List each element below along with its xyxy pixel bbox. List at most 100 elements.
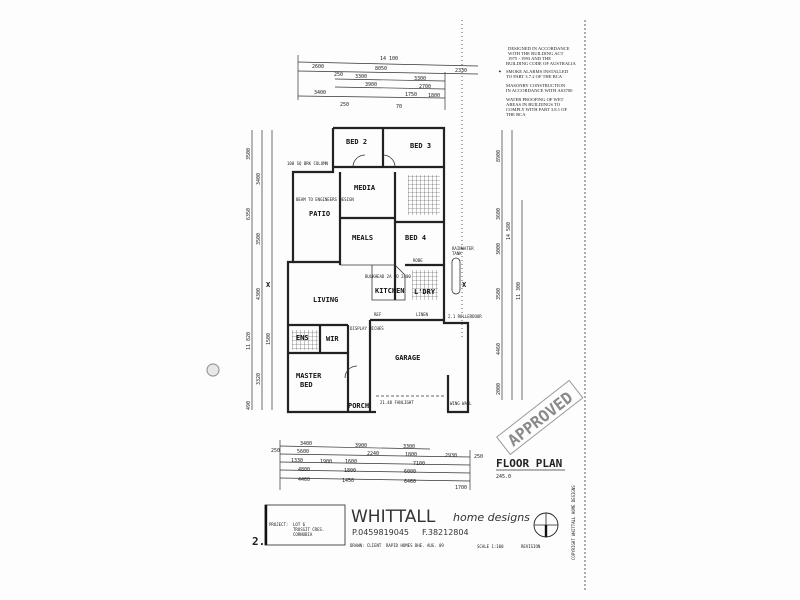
footer-revision: REVISION [521, 544, 541, 549]
dim-label: 70 [396, 104, 402, 110]
note-line: AREAS IN BUILDINGS TO [506, 102, 561, 107]
note-line: WITH THE BUILDING ACT [508, 51, 564, 56]
room-meals: MEALS [352, 234, 373, 242]
label-fanlight: 21.48 FANLIGHT [380, 400, 414, 405]
dim-label: 1450 [342, 478, 354, 484]
room-porch: PORCH [348, 402, 369, 410]
dim-label: 1700 [455, 485, 467, 491]
smoke-alarm-symbol: ✦ [498, 69, 502, 74]
note-line: COMPLY WITH PART 3.8.1 OF [506, 107, 567, 112]
dim-label: 1330 [291, 458, 303, 464]
dim-label: 250 [340, 102, 349, 108]
dim-label: 11 820 [246, 332, 252, 350]
room-bed-3: BED 3 [410, 142, 431, 150]
label-column: 100 SQ BRK COLUMN [287, 161, 329, 166]
dim-label: 3500 [246, 148, 252, 160]
label-linen: LINEN [416, 312, 429, 317]
section-marker-right: X [462, 281, 467, 289]
dim-label: 1800 [344, 468, 356, 474]
bottom-dimensions: 3400 3900 3300 250 5600 2240 1800 2930 1… [271, 440, 483, 491]
dim-label: 6350 [246, 208, 252, 220]
dim-label: 1800 [405, 452, 417, 458]
dim-label: 2700 [419, 84, 431, 90]
note-line: THE BCA [506, 112, 526, 117]
dim-label: 2330 [455, 68, 467, 74]
project-label: PROJECT: [269, 522, 288, 527]
label-ref: REF [374, 312, 382, 317]
brand-phone: P.0459819045 [352, 528, 409, 537]
label-rollerdoor: 2.1 ROLLERDOOR [448, 314, 482, 319]
project-line: CORNUBIA [293, 532, 313, 537]
dim-label: 4460 [496, 343, 502, 355]
footer-drawn: DRAWN: CLIENT [350, 543, 382, 548]
label-rainwater: RAINWATER [452, 246, 474, 251]
dim-label: 3900 [355, 443, 367, 449]
dim-label: 4300 [256, 288, 262, 300]
notes-block: DESIGNED IN ACCORDANCE WITH THE BUILDING… [498, 46, 576, 117]
brand-fax: F.38212804 [422, 528, 469, 537]
stamp-text: APPROVED [504, 388, 576, 450]
approved-stamp: APPROVED [495, 379, 584, 456]
note-line: 1975 - 1993 AND THE [508, 56, 551, 61]
note-line: BUILDING CODE OF AUSTRALIA [506, 61, 576, 66]
dim-label: 3300 [355, 74, 367, 80]
label-display: DISPLAY NICHES [350, 326, 384, 331]
room-patio: PATIO [309, 210, 330, 218]
dim-label: 2240 [367, 451, 379, 457]
dim-label: 3600 [496, 208, 502, 220]
sheet-number: 2. [252, 535, 265, 548]
dim-label: 7100 [413, 461, 425, 467]
brand-name: WHITTALL [351, 507, 436, 527]
room-living: LIVING [313, 296, 338, 304]
dim-label: 3000 [496, 243, 502, 255]
rainwater-tank [451, 257, 461, 295]
dim-label: 1500 [266, 333, 272, 345]
dim-label: 3900 [365, 82, 377, 88]
project-line: TRUSSIT CRES. [293, 527, 324, 532]
room-bed-2: BED 2 [346, 138, 367, 146]
dim-label: 3400 [314, 90, 326, 96]
note-line: DESIGNED IN ACCORDANCE [508, 46, 570, 51]
dim-label: 11 300 [516, 282, 522, 300]
label-beam: BEAM TO ENGINEERS DESIGN [296, 197, 354, 202]
bathroom-tiles [408, 175, 440, 215]
dim-label: 6000 [404, 469, 416, 475]
dim-label: 490 [246, 401, 252, 410]
note-line: TO PART 3.7.2 OF THE BCA [506, 74, 563, 79]
dim-label: 3400 [300, 441, 312, 447]
room-media: MEDIA [354, 184, 376, 192]
dim-label: 3320 [256, 373, 262, 385]
note-line: IN ACCORDANCE WITH AS3700 [506, 88, 573, 93]
copyright-text: COPYRIGHT WHITTALL HOME DESIGNS [571, 485, 576, 560]
dim-label: 14 580 [506, 222, 512, 240]
dim-label: 4460 [298, 477, 310, 483]
dim-label: 1600 [345, 459, 357, 465]
punch-hole [206, 363, 220, 377]
ensuite-tiles [292, 330, 318, 350]
dim-label: 250 [474, 454, 483, 460]
plan-area: 245.0 [496, 474, 511, 480]
section-marker-left: X [266, 281, 271, 289]
dim-label: 3300 [414, 76, 426, 82]
dim-label: 2930 [445, 453, 457, 459]
dim-label: 1750 [405, 92, 417, 98]
laundry-tiles [412, 270, 438, 300]
dim-label: 8050 [375, 66, 387, 72]
right-dimensions: 8900 14 580 11 300 3600 3000 3500 4460 2… [462, 130, 523, 400]
dim-label: 8900 [496, 150, 502, 162]
dim-label: 3300 [403, 444, 415, 450]
top-dimensions: 14 100 2600 8050 2330 250 3300 3300 3900… [297, 55, 479, 110]
dim-label: 3400 [256, 173, 262, 185]
label-wing-wall: WING WALL [450, 401, 472, 406]
dim-label: 250 [271, 448, 280, 454]
note-line: SMOKE ALARMS INSTALLED [506, 69, 569, 74]
dim-label: 5600 [297, 449, 309, 455]
footer-client: RAPID HOMES DHE. AUG. 09 [386, 543, 444, 548]
label-bulkhead: BULKHEAD 2A TO 2400 [365, 274, 411, 279]
room-master-bed: MASTER [296, 372, 322, 380]
note-line: WATER PROOFING OF WET [506, 97, 564, 102]
dim-label: 3500 [496, 288, 502, 300]
room-laundry: L'DRY [414, 288, 436, 296]
